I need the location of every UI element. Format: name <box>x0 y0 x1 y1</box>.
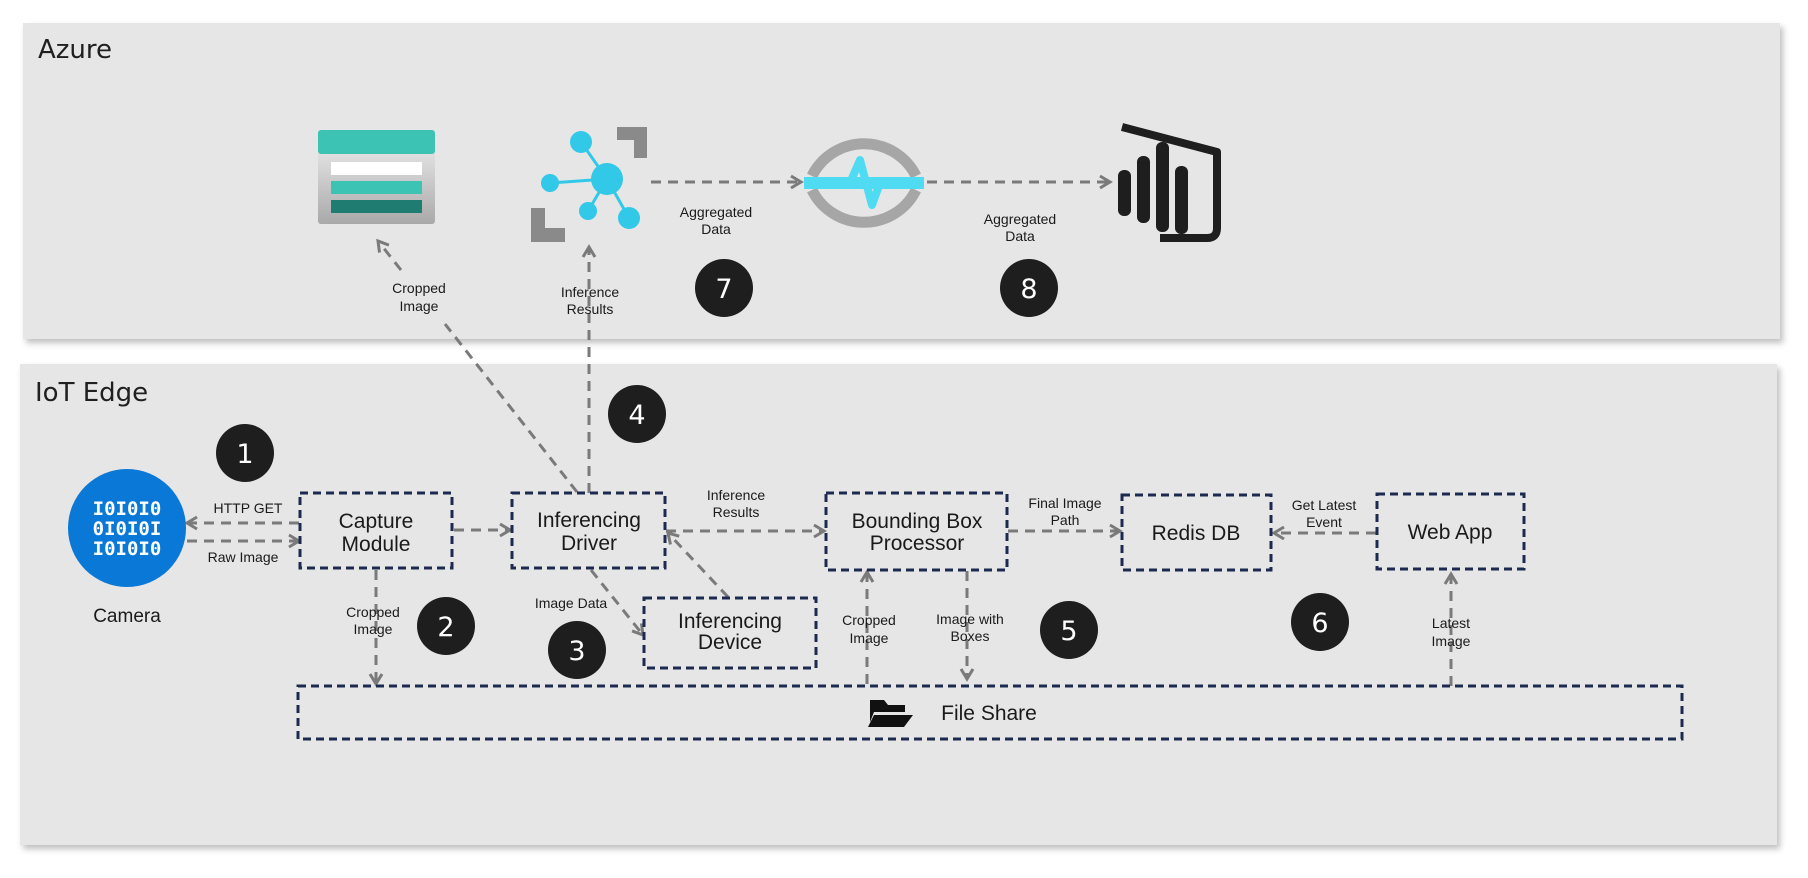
iot-edge-panel: IoT Edge <box>20 364 1777 845</box>
label-cropped-image-capture-2: Image <box>354 621 393 637</box>
iot-edge-title: IoT Edge <box>35 378 149 408</box>
step-number-3: 3 <box>568 636 585 667</box>
step-number-5: 5 <box>1060 616 1077 647</box>
step-badge-8: 8 <box>1000 259 1058 317</box>
inferencing-device-line-2: Device <box>698 631 762 654</box>
capture-module-line-2: Module <box>342 533 411 556</box>
step-number-8: 8 <box>1020 274 1037 305</box>
capture-module-line-1: Capture <box>339 510 414 533</box>
label-cropped-image-bb-1: Cropped <box>842 612 896 628</box>
folder-icon <box>868 700 913 727</box>
web-app-label: Web App <box>1408 521 1493 544</box>
step-number-2: 2 <box>437 612 454 643</box>
inferencing-driver-line-2: Driver <box>561 532 617 555</box>
step-badge-5: 5 <box>1040 601 1098 659</box>
label-aggregated-data-2-line-2: Data <box>1005 228 1035 244</box>
bounding-box-processor: Bounding Box Processor <box>824 491 1009 572</box>
file-share: File Share <box>296 684 1684 741</box>
camera-binary-line-1: I0I0I0 <box>93 498 162 520</box>
step-number-7: 7 <box>715 274 732 305</box>
label-get-latest-event-1: Get Latest <box>1292 497 1357 513</box>
step-number-6: 6 <box>1311 608 1328 639</box>
label-cropped-image-capture-1: Cropped <box>346 604 400 620</box>
flow-labels: Cropped Image Inference Results Aggregat… <box>208 204 1471 649</box>
camera-binary-line-3: I0I0I0 <box>93 538 162 560</box>
step-badge-3: 3 <box>548 621 606 679</box>
arrow-cropped-image-azure-lower <box>443 323 579 493</box>
step-badges: 1 2 3 4 5 6 7 8 <box>216 259 1349 679</box>
label-latest-image-1: Latest <box>1432 615 1470 631</box>
camera-icon: I0I0I0 0I0I0I I0I0I0 <box>68 469 186 587</box>
arrow-cropped-image-azure-upper <box>376 238 403 271</box>
label-http-get: HTTP GET <box>214 500 283 516</box>
inferencing-device-line-1: Inferencing <box>678 610 782 633</box>
label-cropped-image-azure-2: Image <box>400 298 439 314</box>
label-cropped-image-azure-1: Cropped <box>392 280 446 296</box>
label-inference-results-edge-1: Inference <box>707 487 766 503</box>
label-raw-image: Raw Image <box>208 549 279 565</box>
label-aggregated-data-1-line-1: Aggregated <box>680 204 752 220</box>
redis-db: Redis DB <box>1120 493 1273 572</box>
step-badge-1: 1 <box>216 424 274 482</box>
step-badge-4: 4 <box>608 385 666 443</box>
storage-table-icon <box>318 130 435 224</box>
step-badge-2: 2 <box>417 597 475 655</box>
file-share-label: File Share <box>941 702 1037 725</box>
arrows <box>184 174 1459 687</box>
web-app: Web App <box>1375 492 1526 571</box>
label-cropped-image-bb-2: Image <box>850 630 889 646</box>
label-aggregated-data-1-line-2: Data <box>701 221 731 237</box>
arrow-image-data <box>589 569 645 638</box>
label-inference-results-azure-2: Results <box>567 301 614 317</box>
power-bi-icon <box>1118 123 1221 242</box>
arrow-device-to-driver <box>666 530 730 599</box>
step-badge-7: 7 <box>695 259 753 317</box>
capture-module: Capture Module <box>298 491 454 570</box>
label-image-with-boxes-2: Boxes <box>951 628 990 644</box>
inferencing-driver-line-1: Inferencing <box>537 509 641 532</box>
label-image-with-boxes-1: Image with <box>936 611 1004 627</box>
bounding-box-line-2: Processor <box>870 532 965 555</box>
label-aggregated-data-2-line-1: Aggregated <box>984 211 1056 227</box>
iot-hub-icon <box>531 127 647 242</box>
redis-db-label: Redis DB <box>1152 522 1241 545</box>
label-inference-results-edge-2: Results <box>713 504 760 520</box>
camera-binary-line-2: 0I0I0I <box>93 518 162 540</box>
label-final-image-path-2: Path <box>1051 512 1080 528</box>
azure-title: Azure <box>38 35 113 65</box>
label-image-data: Image Data <box>535 595 608 611</box>
label-latest-image-2: Image <box>1432 633 1471 649</box>
label-final-image-path-1: Final Image <box>1028 495 1101 511</box>
label-get-latest-event-2: Event <box>1306 514 1342 530</box>
bounding-box-line-1: Bounding Box <box>852 510 983 533</box>
step-number-1: 1 <box>236 439 253 470</box>
camera-label: Camera <box>93 606 161 627</box>
stream-analytics-icon <box>804 138 924 228</box>
step-number-4: 4 <box>628 400 645 431</box>
inferencing-driver: Inferencing Driver <box>510 491 667 570</box>
label-inference-results-azure-1: Inference <box>561 284 620 300</box>
step-badge-6: 6 <box>1291 593 1349 651</box>
inferencing-device: Inferencing Device <box>642 596 818 670</box>
